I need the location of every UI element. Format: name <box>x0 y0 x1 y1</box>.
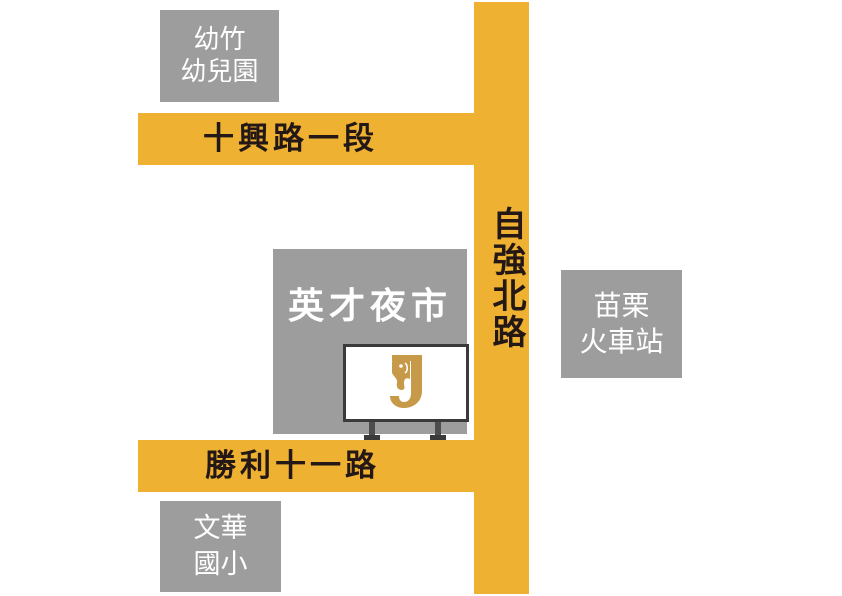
landmark-station: 苗栗 火車站 <box>561 270 682 378</box>
road-label-ziqiang: 自強北路 <box>486 206 526 350</box>
school-line2: 國小 <box>193 548 248 580</box>
station-line2: 火車站 <box>579 325 664 358</box>
kindergarten-line1: 幼竹 <box>193 25 246 55</box>
kindergarten-line2: 幼兒園 <box>180 57 259 87</box>
night-market-label: 英才夜市 <box>287 286 452 327</box>
road-label-shengli: 勝利十一路 <box>205 448 380 484</box>
station-line1: 苗栗 <box>593 289 650 322</box>
billboard: J <box>343 344 469 442</box>
road-shixing <box>138 113 476 165</box>
landmark-school: 文華 國小 <box>160 501 281 592</box>
elephant-icon <box>390 355 422 408</box>
road-shengli <box>138 440 476 492</box>
road-ziqiang <box>474 2 529 594</box>
road-label-shixing: 十興路一段 <box>203 121 378 157</box>
school-line1: 文華 <box>193 512 248 544</box>
landmark-kindergarten: 幼竹 幼兒園 <box>160 10 279 102</box>
